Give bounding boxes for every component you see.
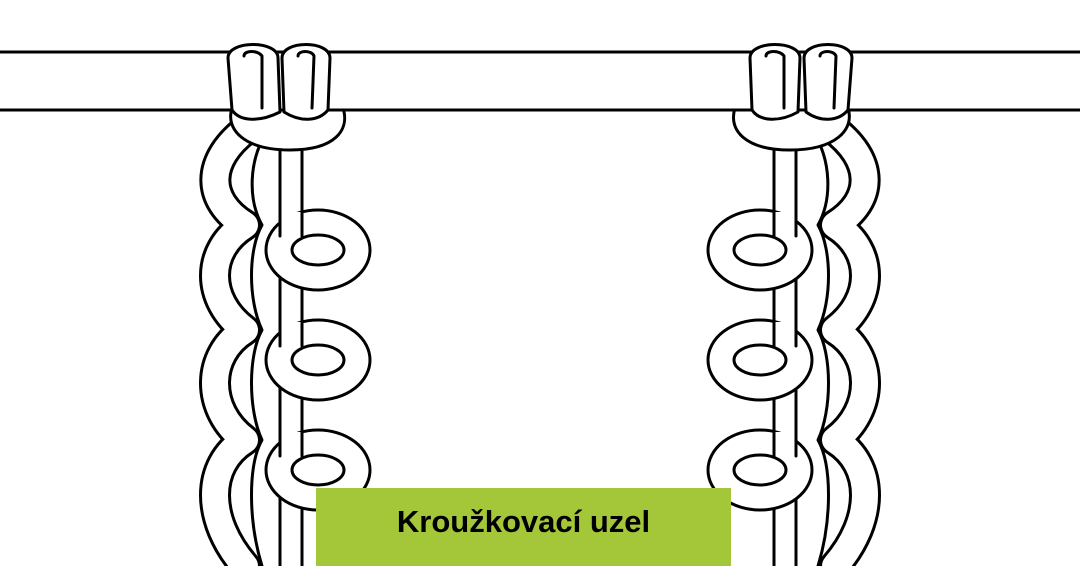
horizontal-rod (0, 50, 1080, 112)
left-loop-2 (264, 318, 372, 402)
left-rod-wrap (226, 43, 332, 121)
caption-title: Kroužkovací uzel (396, 504, 651, 539)
left-outer-strand (199, 112, 270, 566)
right-loop-3 (706, 428, 814, 512)
right-outer-strand (810, 112, 881, 566)
right-rod-wrap (748, 43, 854, 121)
right-cord (706, 106, 881, 566)
caption-banner: Kroužkovací uzel (316, 488, 731, 566)
right-loop-2 (706, 318, 814, 402)
left-loop-1 (264, 208, 372, 292)
right-loop-1 (706, 208, 814, 292)
